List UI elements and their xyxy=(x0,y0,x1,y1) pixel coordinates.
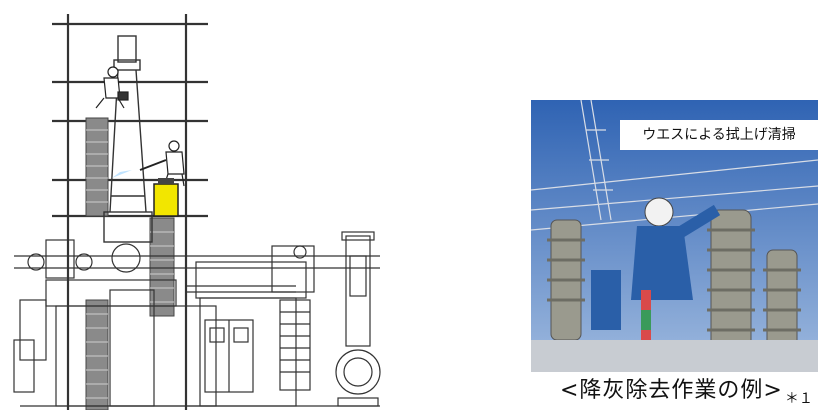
equipment-body xyxy=(13,231,381,407)
caption: <降灰除去作業の例>＊１ xyxy=(560,376,813,410)
equipment-elevation-drawing xyxy=(13,14,381,410)
yellow-machine xyxy=(153,178,179,217)
equipment-base xyxy=(531,340,818,372)
photo-label: ウエスによる拭上げ清掃 xyxy=(620,120,818,150)
water-spray xyxy=(112,170,132,178)
stair-treads xyxy=(86,129,174,399)
worker-photo-icon xyxy=(591,197,721,330)
worker-upper-icon xyxy=(95,66,129,109)
footnote-marker: ＊１ xyxy=(784,391,813,407)
caption-text: <降灰除去作業の例> xyxy=(560,378,783,403)
worker-lower-icon xyxy=(139,140,185,187)
insulator-sheds xyxy=(547,228,801,332)
